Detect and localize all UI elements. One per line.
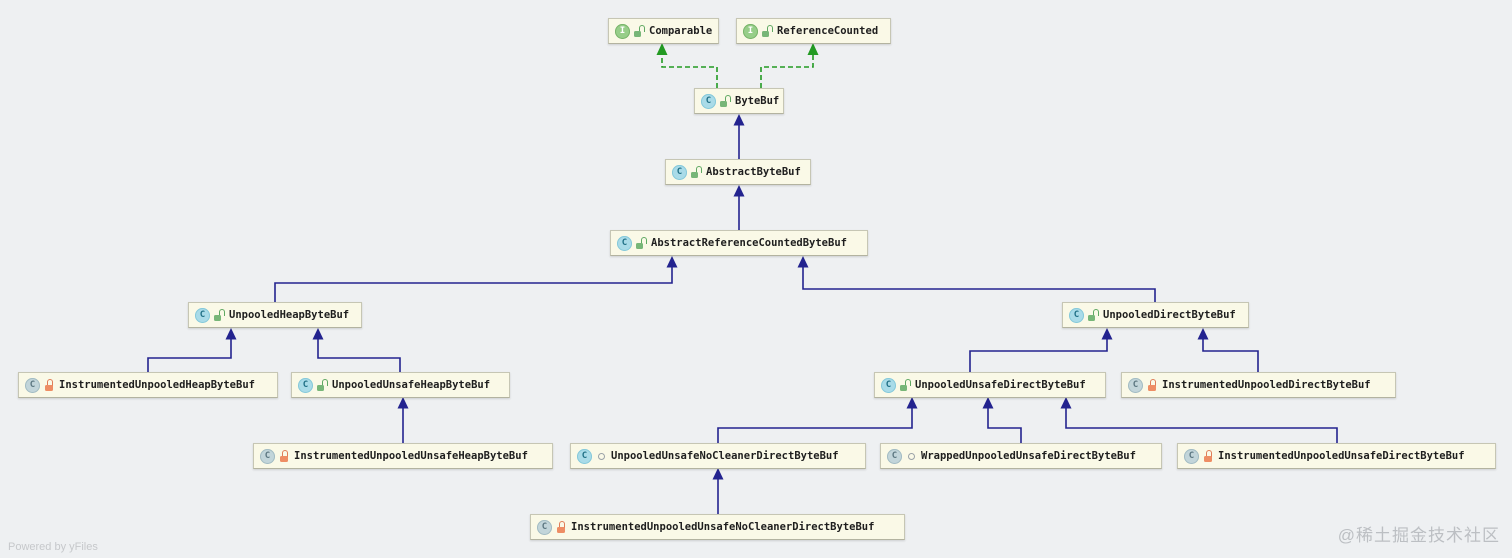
edge-instrumentedheap-extends-unpooledheap (147, 339, 232, 372)
edge-arrowhead-unpooledheap-left (225, 328, 237, 340)
node-reference-counted[interactable]: I ReferenceCounted (736, 18, 891, 44)
class-icon: C (25, 377, 40, 393)
edge-arrowhead-arc-right (797, 256, 809, 268)
node-label: InstrumentedUnpooledDirectByteBuf (1162, 379, 1371, 391)
edge-instrumentedunsafedirect-extends-unsafedirect (1065, 408, 1338, 443)
node-instrumented-unpooled-direct-bytebuf[interactable]: C InstrumentedUnpooledDirectByteBuf (1121, 372, 1396, 398)
node-label: Comparable (649, 25, 713, 37)
closed-lock-icon (44, 379, 55, 391)
open-lock-icon (317, 379, 328, 391)
edge-nocleaner-extends-unsafedirect (717, 408, 913, 443)
open-lock-icon (720, 95, 731, 107)
edge-arrowhead-unsafeheap (397, 397, 409, 409)
class-icon: C (617, 235, 632, 251)
node-unpooled-heap-bytebuf[interactable]: C UnpooledHeapByteBuf (188, 302, 362, 328)
class-icon: C (298, 377, 313, 393)
edge-arrowhead-comparable (656, 43, 668, 55)
closed-lock-icon (556, 521, 567, 533)
class-icon: C (195, 307, 210, 323)
circle-visibility-icon (596, 450, 607, 462)
node-unpooled-unsafe-nocleaner-direct-bytebuf[interactable]: C UnpooledUnsafeNoCleanerDirectByteBuf (570, 443, 866, 469)
open-lock-icon (1088, 309, 1099, 321)
closed-lock-icon (279, 450, 290, 462)
node-label: AbstractByteBuf (706, 166, 801, 178)
edge-bytebuf-implements-referencecounted (760, 55, 814, 88)
closed-lock-icon (1203, 450, 1214, 462)
open-lock-icon (691, 166, 702, 178)
open-lock-icon (900, 379, 911, 391)
node-label: ReferenceCounted (777, 25, 879, 37)
node-instrumented-unpooled-unsafe-nocleaner-direct-bytebuf[interactable]: C InstrumentedUnpooledUnsafeNoCleanerDir… (530, 514, 905, 540)
node-label: UnpooledUnsafeHeapByteBuf (332, 379, 491, 391)
edge-instrumenteddirect-extends-unpooleddirect (1202, 339, 1259, 372)
node-comparable[interactable]: I Comparable (608, 18, 719, 44)
node-instrumented-unpooled-unsafe-heap-bytebuf[interactable]: C InstrumentedUnpooledUnsafeHeapByteBuf (253, 443, 553, 469)
node-unpooled-unsafe-heap-bytebuf[interactable]: C UnpooledUnsafeHeapByteBuf (291, 372, 510, 398)
node-bytebuf[interactable]: C ByteBuf (694, 88, 784, 114)
edge-wrapped-extends-unsafedirect (987, 408, 1022, 443)
edge-arrowhead-unsafedirect-3 (1060, 397, 1072, 409)
interface-icon: I (615, 23, 630, 39)
juejin-watermark: @稀土掘金技术社区 (1337, 526, 1500, 545)
circle-visibility-icon (906, 450, 917, 462)
class-icon: C (1184, 448, 1199, 464)
edge-arrowhead-nocleaner (712, 468, 724, 480)
edge-arrowhead-bytebuf (733, 114, 745, 126)
edge-unpooleddirect-extends-arc (802, 267, 1156, 302)
class-icon: C (577, 448, 592, 464)
node-label: InstrumentedUnpooledUnsafeHeapByteBuf (294, 450, 528, 462)
node-label: UnpooledUnsafeDirectByteBuf (915, 379, 1086, 391)
class-icon: C (260, 448, 275, 464)
edge-arrowhead-unpooledheap-right (312, 328, 324, 340)
node-label: ByteBuf (735, 95, 780, 107)
class-icon: C (672, 164, 687, 180)
node-instrumented-unpooled-unsafe-direct-bytebuf[interactable]: C InstrumentedUnpooledUnsafeDirectByteBu… (1177, 443, 1496, 469)
edge-unsafeheap-extends-unpooledheap (317, 339, 401, 372)
open-lock-icon (636, 237, 647, 249)
open-lock-icon (214, 309, 225, 321)
node-label: AbstractReferenceCountedByteBuf (651, 237, 847, 249)
interface-icon: I (743, 23, 758, 39)
node-abstract-reference-counted-bytebuf[interactable]: C AbstractReferenceCountedByteBuf (610, 230, 868, 256)
class-icon: C (1069, 307, 1084, 323)
edge-arrowhead-unsafedirect-2 (982, 397, 994, 409)
class-icon: C (881, 377, 896, 393)
node-abstract-bytebuf[interactable]: C AbstractByteBuf (665, 159, 811, 185)
node-label: WrappedUnpooledUnsafeDirectByteBuf (921, 450, 1136, 462)
class-icon: C (887, 448, 902, 464)
node-label: InstrumentedUnpooledHeapByteBuf (59, 379, 255, 391)
node-unpooled-direct-bytebuf[interactable]: C UnpooledDirectByteBuf (1062, 302, 1249, 328)
node-unpooled-unsafe-direct-bytebuf[interactable]: C UnpooledUnsafeDirectByteBuf (874, 372, 1106, 398)
node-label: UnpooledDirectByteBuf (1103, 309, 1236, 321)
class-icon: C (701, 93, 716, 109)
class-icon: C (537, 519, 552, 535)
closed-lock-icon (1147, 379, 1158, 391)
edge-bytebuf-implements-comparable (661, 55, 718, 88)
node-label: InstrumentedUnpooledUnsafeDirectByteBuf (1218, 450, 1465, 462)
node-instrumented-unpooled-heap-bytebuf[interactable]: C InstrumentedUnpooledHeapByteBuf (18, 372, 278, 398)
node-label: InstrumentedUnpooledUnsafeNoCleanerDirec… (571, 521, 875, 533)
edge-arrowhead-abstractbytebuf (733, 185, 745, 197)
node-label: UnpooledHeapByteBuf (229, 309, 350, 321)
edge-arrowhead-unpooleddirect-left (1101, 328, 1113, 340)
class-icon: C (1128, 377, 1143, 393)
node-wrapped-unpooled-unsafe-direct-bytebuf[interactable]: C WrappedUnpooledUnsafeDirectByteBuf (880, 443, 1162, 469)
edge-arrowhead-referencecounted (807, 43, 819, 55)
node-label: UnpooledUnsafeNoCleanerDirectByteBuf (611, 450, 839, 462)
edge-arrowhead-unsafedirect-1 (906, 397, 918, 409)
powered-by-yfiles-label: Powered by yFiles (8, 541, 98, 553)
edge-arrowhead-arc-left (666, 256, 678, 268)
open-lock-icon (634, 25, 645, 37)
edge-unpooledheap-extends-arc (274, 267, 673, 302)
edge-arrowhead-unpooleddirect-right (1197, 328, 1209, 340)
edge-unsafedirect-extends-unpooleddirect (969, 339, 1108, 372)
open-lock-icon (762, 25, 773, 37)
